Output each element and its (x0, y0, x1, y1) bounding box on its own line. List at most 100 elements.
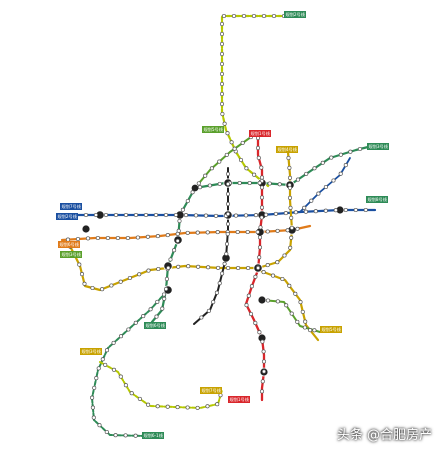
station (309, 198, 314, 203)
station (90, 405, 95, 410)
station (353, 207, 358, 213)
station (154, 314, 159, 319)
line-east-south (261, 299, 321, 333)
line-tag-l1b: 规划1号线 (228, 396, 250, 403)
station (246, 293, 251, 298)
line-3 (178, 144, 374, 217)
station (205, 404, 210, 409)
station (79, 272, 85, 277)
station (249, 284, 254, 289)
station (216, 265, 221, 270)
line-tag-l5: 规划5号线 (202, 126, 224, 133)
station (219, 61, 225, 67)
station (331, 178, 336, 183)
station (129, 391, 134, 396)
station (233, 213, 239, 218)
station (199, 315, 204, 320)
station (271, 13, 277, 19)
station (283, 211, 288, 216)
station (256, 155, 261, 160)
station (261, 369, 267, 374)
station (155, 234, 160, 239)
station (173, 212, 179, 218)
station (261, 270, 266, 275)
station (193, 213, 199, 218)
station (240, 140, 245, 145)
station (257, 255, 262, 260)
station (175, 405, 180, 410)
line-tag-l8: 规划8号线 (366, 196, 388, 203)
line-tag-l5b: 规划5号线 (320, 326, 342, 333)
station (166, 265, 171, 270)
station (312, 328, 317, 333)
station (97, 423, 102, 428)
station (302, 325, 307, 330)
station (219, 81, 225, 87)
interchange-station (81, 224, 91, 234)
station (141, 314, 146, 319)
station (259, 205, 265, 210)
station (287, 165, 292, 170)
station (90, 395, 95, 400)
station (85, 236, 91, 241)
station (175, 238, 180, 243)
station (221, 13, 227, 19)
station (197, 185, 203, 190)
station (224, 152, 229, 157)
station (100, 287, 105, 292)
station (165, 233, 170, 238)
station (252, 172, 257, 177)
station (255, 229, 260, 235)
station (211, 299, 216, 305)
station (82, 281, 87, 286)
station (348, 149, 353, 154)
station (241, 13, 247, 19)
station (253, 320, 258, 326)
station (225, 191, 231, 197)
station (96, 366, 101, 371)
station (357, 146, 363, 152)
station (259, 215, 264, 220)
station (145, 234, 150, 239)
station (280, 276, 285, 282)
station (90, 285, 95, 291)
station (261, 13, 267, 19)
station (226, 265, 231, 271)
station (103, 212, 109, 218)
station (251, 13, 257, 19)
station (338, 152, 343, 157)
station (219, 51, 225, 57)
station (195, 405, 200, 410)
station (148, 307, 153, 312)
svg-text:规划6号线: 规划6号线 (146, 322, 166, 329)
station (153, 212, 159, 218)
station (300, 309, 305, 314)
station (275, 228, 280, 233)
station (219, 101, 225, 107)
station (237, 180, 242, 186)
station (285, 228, 290, 233)
station (308, 328, 313, 333)
station (275, 299, 280, 304)
station (288, 245, 293, 250)
station (195, 230, 200, 235)
station (248, 311, 254, 317)
station (215, 230, 220, 235)
station (286, 155, 291, 161)
station (65, 237, 71, 242)
station (225, 221, 231, 227)
station (261, 359, 267, 364)
station (287, 195, 293, 200)
station (225, 201, 231, 207)
station (238, 157, 244, 163)
station (219, 71, 225, 77)
station (259, 165, 264, 170)
station (293, 210, 298, 215)
station (261, 349, 266, 354)
station (162, 296, 167, 301)
station (323, 184, 328, 190)
station (312, 166, 317, 171)
station (177, 218, 182, 224)
station (220, 271, 225, 276)
